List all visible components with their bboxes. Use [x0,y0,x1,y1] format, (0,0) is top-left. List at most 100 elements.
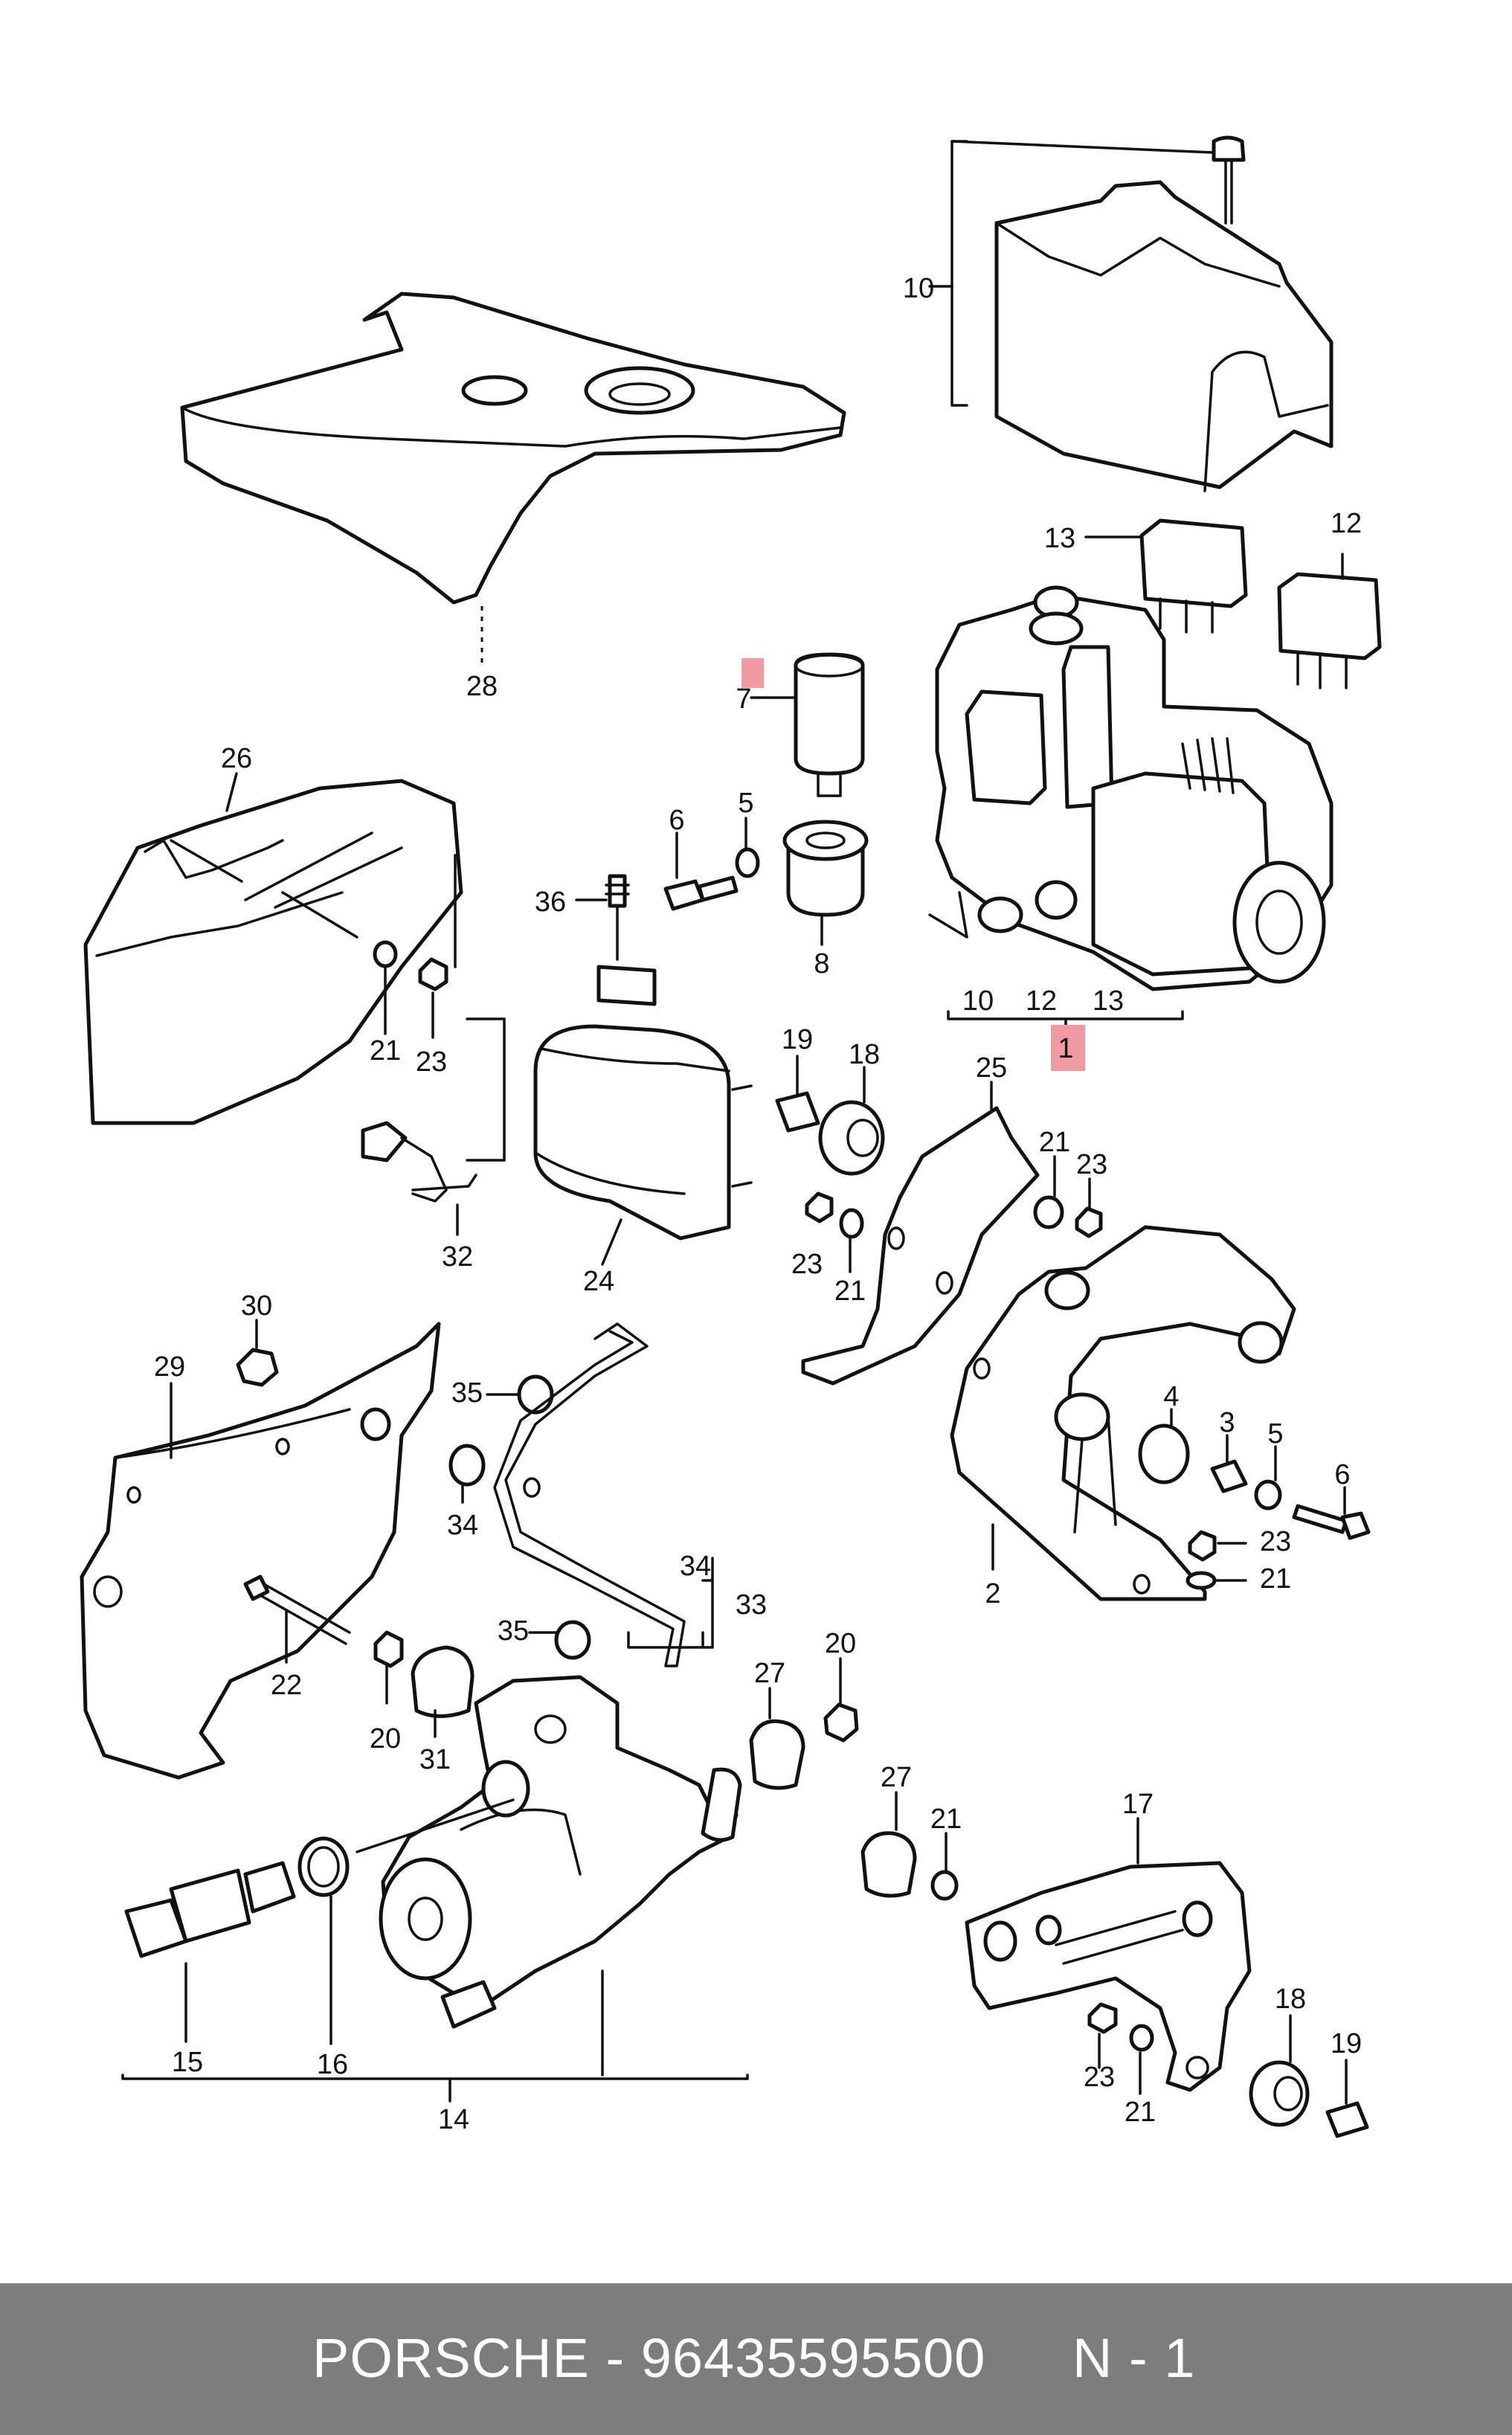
callout-12-top: 12 [1331,508,1362,539]
callout-8: 8 [814,948,829,980]
callout-5-top: 5 [738,788,753,819]
callout-6-top: 6 [669,805,684,836]
sensor-connector-part-32[interactable] [361,1017,506,1236]
nut-part-23-bottom[interactable] [1087,2002,1118,2069]
washer-part-21-bottom-top[interactable] [930,1832,959,1901]
callout-7: 7 [736,683,751,715]
relay-part-13[interactable] [1084,518,1248,634]
cover-plate-part-28[interactable] [180,292,846,666]
callout-21-bottom-top: 21 [930,1804,962,1835]
bracket-part-17[interactable] [965,1817,1252,2092]
callout-35-top: 35 [451,1377,483,1409]
accumulator-part-24[interactable] [533,965,753,1266]
nut-part-35-top[interactable] [486,1374,554,1415]
bushing-part-27-top[interactable] [749,1687,805,1790]
nut-part-20-center[interactable] [823,1657,859,1743]
highlight-marker-7 [741,658,764,688]
callout-25: 25 [976,1052,1007,1084]
pump-assembly-part-14[interactable] [121,1675,749,2103]
relay-part-12[interactable] [1277,553,1382,689]
callout-23-bottom: 23 [1084,2062,1115,2093]
callout-13-top: 13 [1044,523,1075,554]
callout-35-bottom: 35 [498,1615,529,1647]
callout-10-bottom: 10 [962,985,994,1017]
sleeve-part-3[interactable] [1210,1434,1248,1493]
washer-part-21-right-top[interactable] [1033,1155,1064,1229]
pressure-switch-part-15[interactable] [124,1861,296,2043]
mounting-plate-part-29[interactable] [80,1322,441,1780]
bracket-part-2[interactable] [950,1225,1296,1601]
nut-part-35-bottom[interactable] [528,1620,591,1660]
callout-21-right-top: 21 [1039,1127,1070,1158]
callout-23-right-top: 23 [1076,1149,1107,1180]
callout-15: 15 [172,2047,203,2078]
footer-bar: PORSCHE - 96435595500 N - 1 [0,2283,1512,2435]
callout-34-right: 34 [680,1551,711,1582]
callout-19-bottom: 19 [1331,2028,1362,2059]
bracket-part-25[interactable] [801,1081,1040,1386]
callout-20-center: 20 [825,1628,856,1659]
clip-part-34-left[interactable] [448,1444,486,1504]
hydraulic-unit-part-1[interactable] [928,585,1334,1043]
washer-part-21-bottom[interactable] [1129,2024,1154,2095]
line-bracket-part-33[interactable] [493,1322,714,1667]
callout-6-right: 6 [1334,1459,1350,1490]
washer-part-5-right[interactable] [1254,1445,1282,1511]
callout-19-mid: 19 [782,1024,813,1055]
mount-part-4[interactable] [1138,1408,1190,1485]
washer-part-21-mid[interactable] [839,1208,864,1273]
bushing-part-8[interactable] [782,820,869,946]
bolt-part-6-right[interactable] [1292,1486,1371,1540]
bushing-part-31[interactable] [411,1645,474,1738]
highlight-marker-1 [1051,1025,1085,1071]
valve-part-7[interactable] [750,652,865,797]
callout-21-right: 21 [1260,1563,1291,1595]
callout-22: 22 [271,1670,302,1701]
mount-part-18-bottom[interactable] [1249,2014,1310,2127]
callout-24: 24 [583,1266,614,1297]
callout-10-top: 10 [903,273,934,304]
callout-27-top: 27 [754,1658,785,1689]
bleed-nipple-part-36[interactable] [575,874,630,961]
seal-ring-part-16[interactable] [297,1836,350,2045]
callout-1: 1 [1058,1033,1073,1064]
nut-part-23-left[interactable] [418,957,448,1039]
callout-12-bottom: 12 [1026,985,1057,1017]
washer-part-21-right[interactable] [1186,1571,1247,1590]
callout-16: 16 [317,2049,348,2080]
callout-5-right: 5 [1267,1418,1283,1450]
callout-20-left: 20 [370,1723,401,1754]
control-unit-part-26[interactable] [83,772,463,1125]
callout-34-left: 34 [447,1510,478,1541]
nut-part-23-right[interactable] [1188,1530,1247,1562]
washer-part-5-top[interactable] [735,817,760,878]
washer-part-21-left[interactable] [373,940,398,1035]
nut-part-30[interactable] [236,1319,279,1387]
nut-part-23-right-top[interactable] [1075,1177,1103,1238]
nut-part-23-mid[interactable] [805,1191,834,1223]
brand-part-number: PORSCHE - 96435595500 [312,2327,986,2389]
callout-23-left: 23 [416,1046,447,1078]
mount-part-18-mid[interactable] [818,1066,885,1176]
callout-3: 3 [1219,1407,1235,1438]
bolt-part-6-top[interactable] [663,831,739,911]
callout-27-bottom: 27 [881,1762,912,1793]
sleeve-part-19-bottom[interactable] [1325,2059,1369,2138]
callout-32: 32 [442,1241,473,1273]
bushing-part-27-bottom[interactable] [860,1791,917,1898]
callout-28: 28 [466,671,498,702]
callout-18-mid: 18 [849,1039,880,1070]
parts-diagram: 1 2 3 4 5 5 6 6 7 8 10 10 12 12 13 13 14… [80,135,1382,2138]
bolt-part-22[interactable] [243,1574,351,1664]
callout-23-mid: 23 [791,1249,823,1280]
callout-21-mid: 21 [834,1276,866,1307]
nut-part-20-left[interactable] [373,1630,404,1705]
callout-17: 17 [1122,1789,1154,1820]
callout-29: 29 [154,1351,185,1383]
callout-23-right: 23 [1260,1526,1291,1557]
callout-14: 14 [438,2104,469,2135]
sleeve-part-19-mid[interactable] [775,1055,820,1133]
cover-part-10[interactable] [928,135,1334,492]
callout-18-bottom: 18 [1275,1984,1306,2015]
callout-21-bottom: 21 [1125,2097,1156,2128]
